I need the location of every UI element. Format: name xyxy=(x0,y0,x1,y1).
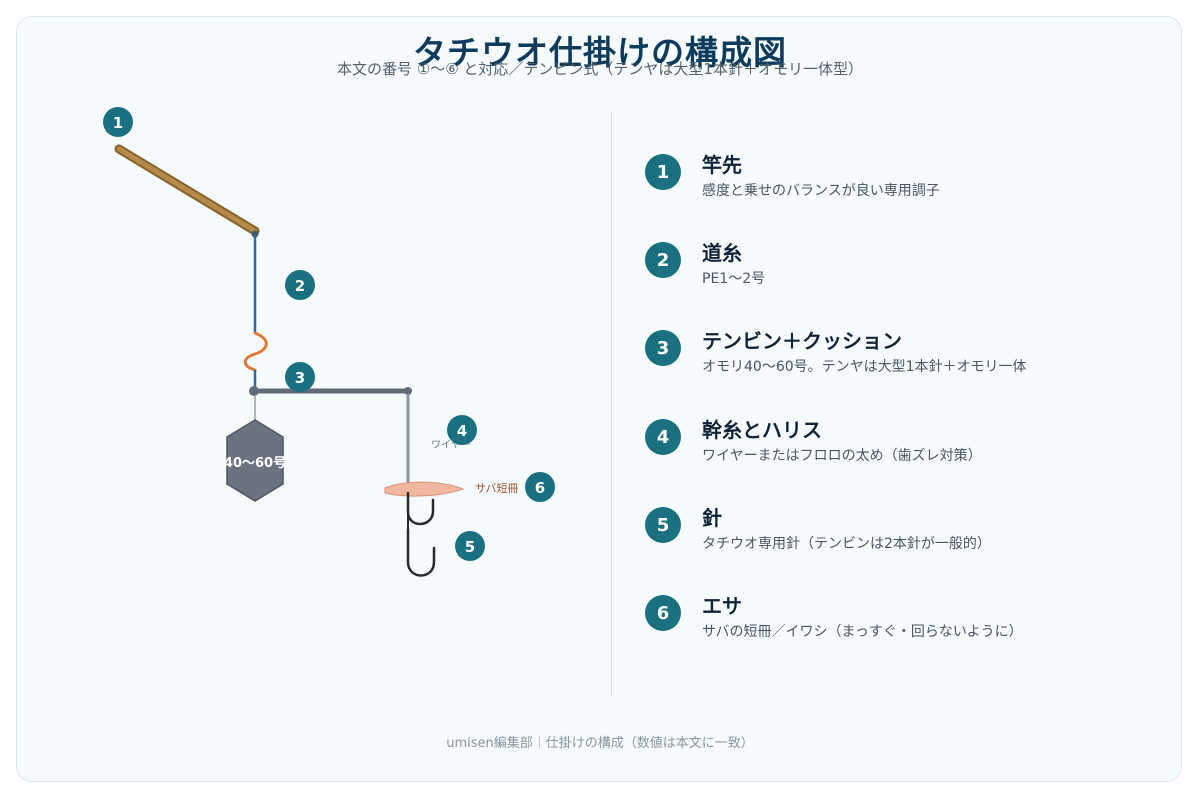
sinker-label: 40〜60号 xyxy=(224,456,286,471)
legend-item-desc: ワイヤーまたはフロロの太め（歯ズレ対策） xyxy=(702,448,982,464)
legend-item-title: 幹糸とハリス xyxy=(702,418,822,442)
callout-badge-3: 3 xyxy=(285,362,315,392)
legend-number-badge: 3 xyxy=(645,330,681,366)
legend-item-bait: 6 エサ サバの短冊／イワシ（まっすぐ・回らないように） xyxy=(645,588,1145,648)
svg-text:5: 5 xyxy=(465,538,475,556)
legend-item-title: テンビン＋クッション xyxy=(702,329,902,353)
svg-text:3: 3 xyxy=(295,369,305,387)
wire-label: ワイヤー xyxy=(431,440,471,451)
page-subtitle: 本文の番号 ①〜⑥ と対応／テンビン式（テンヤは大型1本針＋オモリ一体型） xyxy=(337,60,863,78)
legend-item-desc: 感度と乗せのバランスが良い専用調子 xyxy=(702,183,940,199)
hook-upper xyxy=(406,491,435,526)
legend-item-title: 道糸 xyxy=(702,241,742,265)
legend-item-desc: サバの短冊／イワシ（まっすぐ・回らないように） xyxy=(702,624,1023,640)
legend-item-main-line: 2 道糸 PE1〜2号 xyxy=(645,235,1145,295)
legend-number-badge: 2 xyxy=(645,242,681,278)
callout-badge-6: 6 xyxy=(525,472,555,502)
svg-text:6: 6 xyxy=(535,479,545,497)
legend-item-rod-tip: 1 竿先 感度と乗せのバランスが良い専用調子 xyxy=(645,147,1145,207)
legend-item-title: 針 xyxy=(702,506,722,530)
footer-credit: umisen編集部｜仕掛けの構成（数値は本文に一致） xyxy=(446,736,754,751)
legend-number-badge: 6 xyxy=(645,595,681,631)
page-title: タチウオ仕掛けの構成図 xyxy=(413,33,787,72)
column-divider xyxy=(611,112,612,696)
diagram-card xyxy=(16,16,1182,782)
rig-diagram: 40〜60号 ワイヤー サバ短冊 1 2 3 4 5 6 xyxy=(103,107,555,577)
legend-item-tenbin: 3 テンビン＋クッション オモリ40〜60号。テンヤは大型1本針＋オモリ一体 xyxy=(645,323,1145,383)
callout-badge-5: 5 xyxy=(455,531,485,561)
bait-strip xyxy=(384,481,465,497)
tenbin-pivot xyxy=(249,386,259,396)
svg-text:2: 2 xyxy=(295,277,305,295)
legend-item-title: 竿先 xyxy=(702,153,742,177)
cushion-rubber xyxy=(243,331,268,372)
callout-badge-2: 2 xyxy=(285,270,315,300)
callout-badge-4: 4 xyxy=(447,415,477,445)
rod-tip-highlight xyxy=(116,146,258,234)
callout-badge-1: 1 xyxy=(103,107,133,137)
tenbin-end xyxy=(404,387,412,395)
legend-item-desc: タチウオ専用針（テンビンは2本針が一般的） xyxy=(702,536,991,552)
legend-item-title: エサ xyxy=(702,594,742,618)
legend-item-desc: オモリ40〜60号。テンヤは大型1本針＋オモリ一体 xyxy=(702,359,1027,375)
svg-text:1: 1 xyxy=(113,114,123,132)
bait-label: サバ短冊 xyxy=(475,481,519,495)
legend-item-hook: 5 針 タチウオ専用針（テンビンは2本針が一般的） xyxy=(645,500,1145,560)
legend-number-badge: 5 xyxy=(645,507,681,543)
legend-number-badge: 1 xyxy=(645,154,681,190)
legend-number-badge: 4 xyxy=(645,419,681,455)
hook-lower xyxy=(406,528,436,577)
rod-tip-end xyxy=(251,230,259,238)
legend-item-leader: 4 幹糸とハリス ワイヤーまたはフロロの太め（歯ズレ対策） xyxy=(645,412,1145,472)
legend-item-desc: PE1〜2号 xyxy=(702,271,766,287)
sinker-weight xyxy=(226,419,284,502)
svg-text:4: 4 xyxy=(457,422,467,440)
